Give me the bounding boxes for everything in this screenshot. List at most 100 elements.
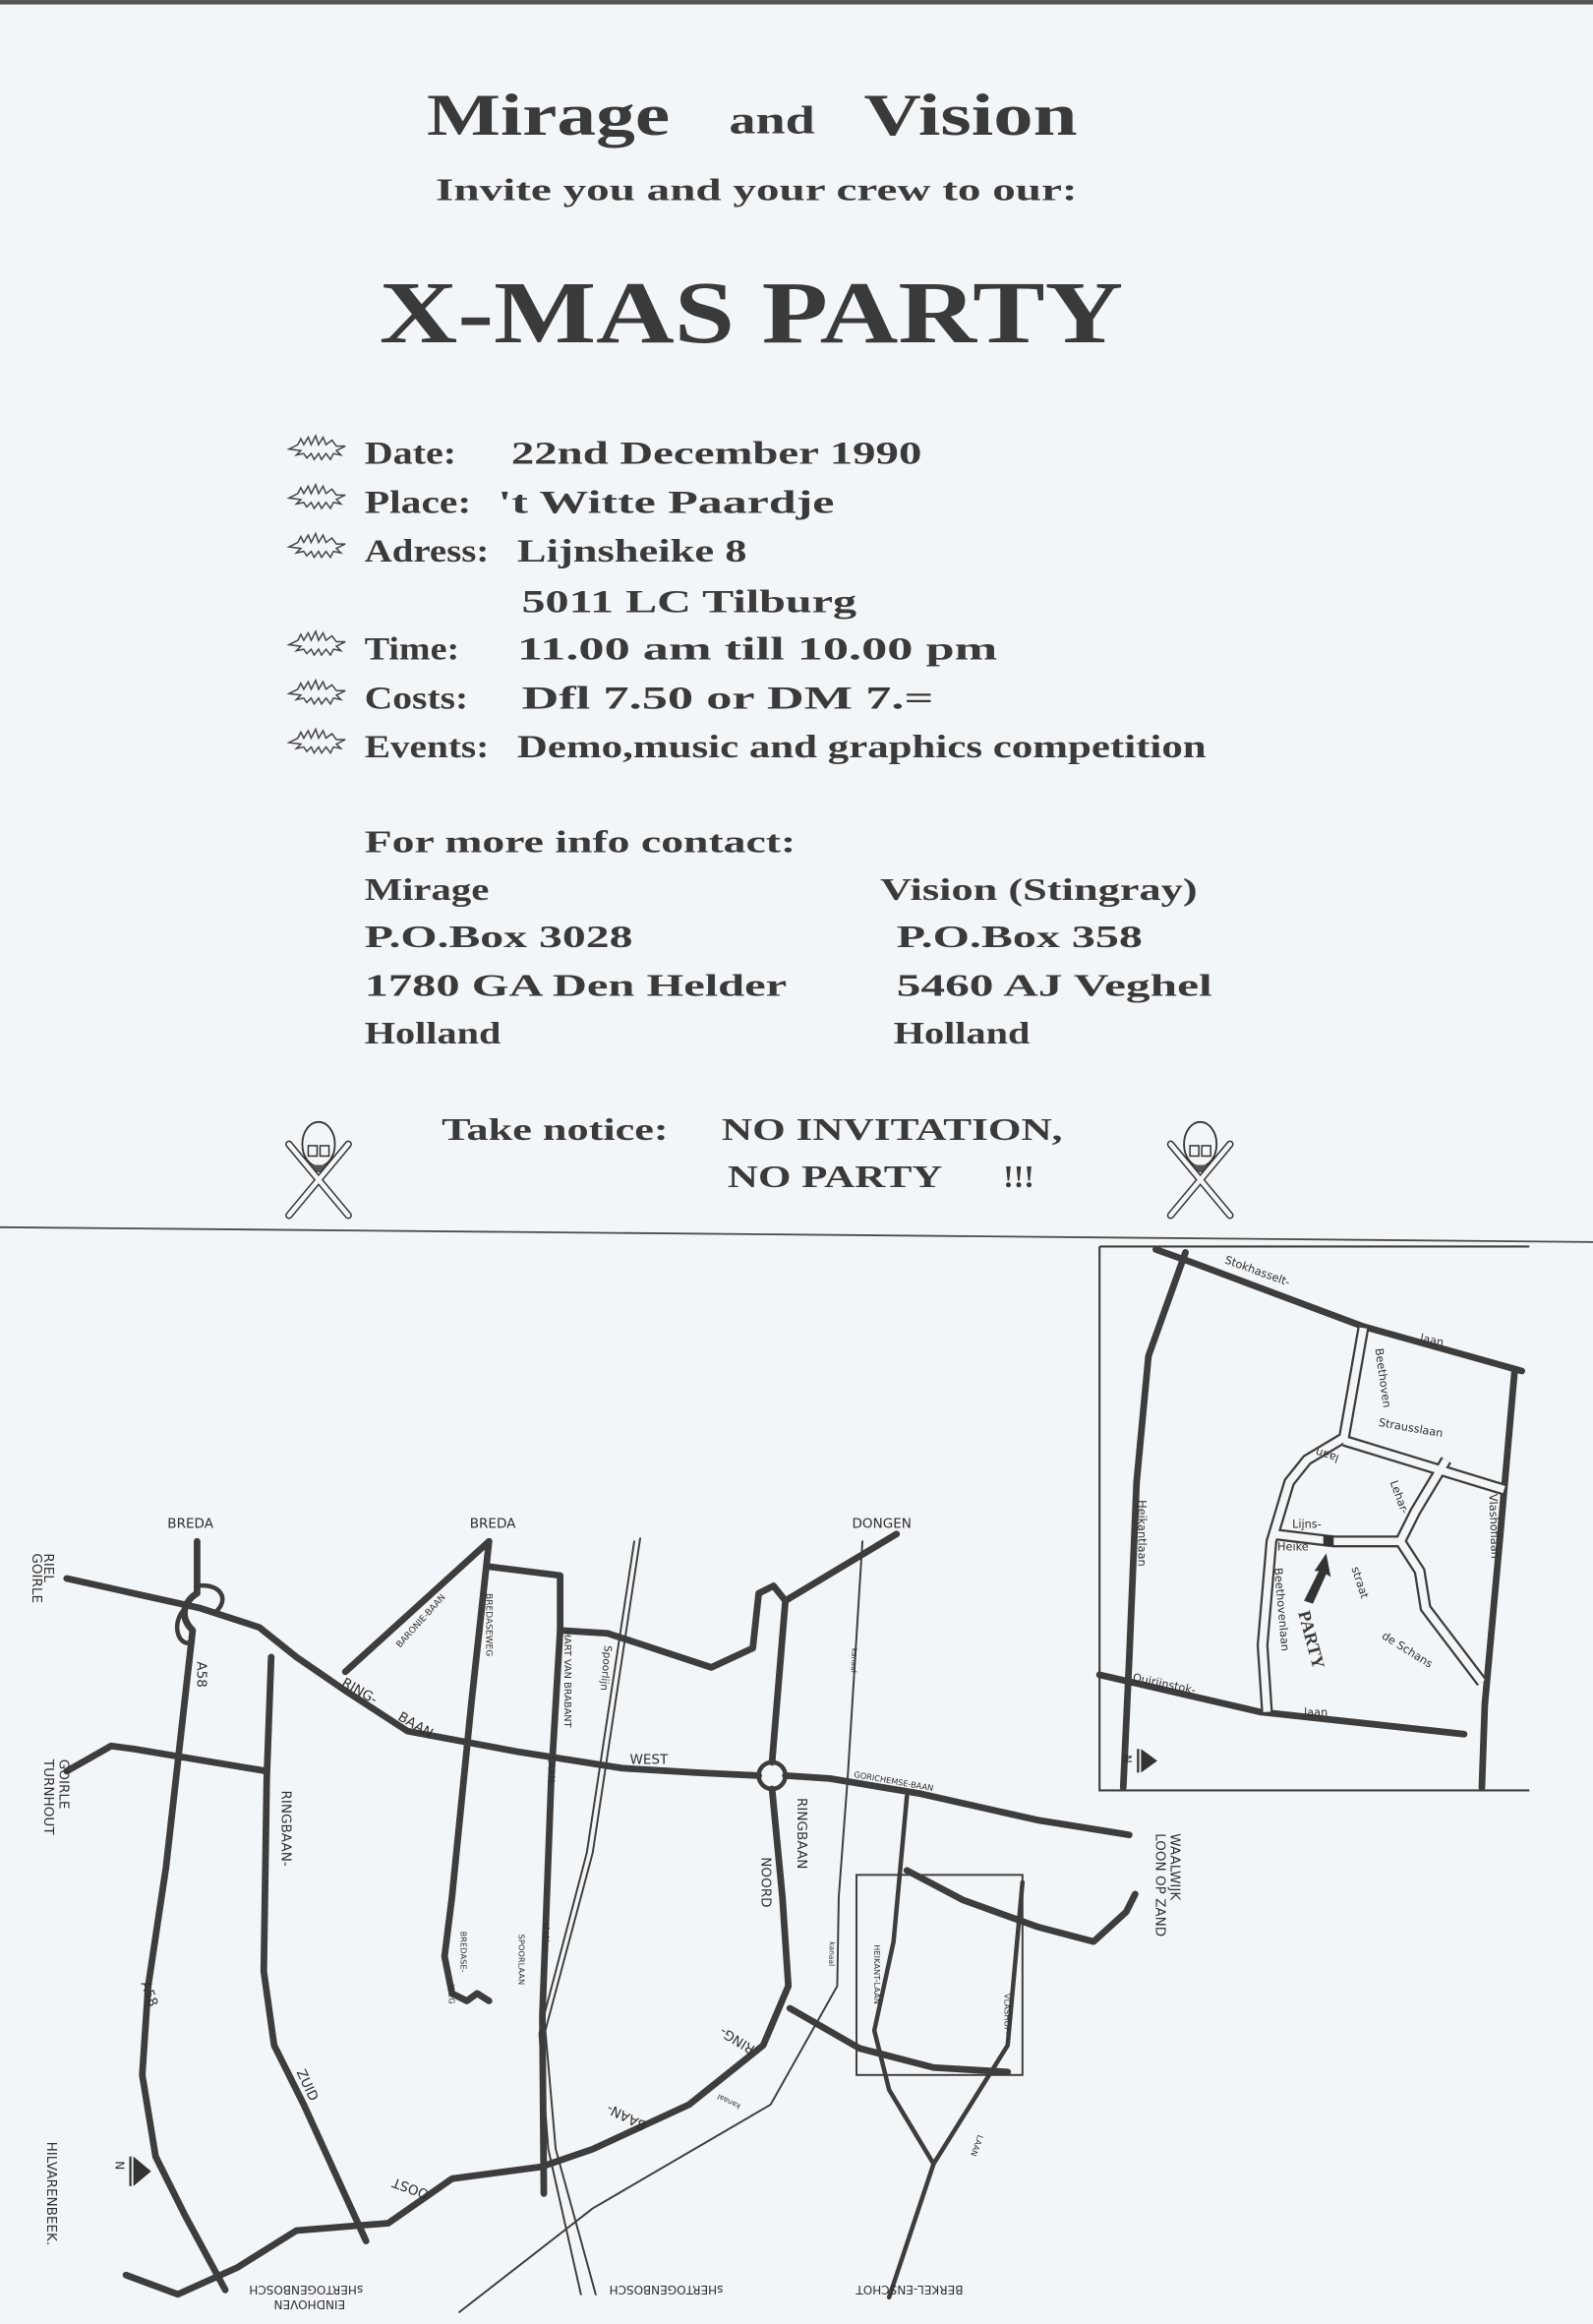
burst-bullet-icon bbox=[288, 532, 346, 559]
road-ringbaan-west bbox=[63, 1575, 762, 1779]
detail-row-time: Time: 11.00 am till 10.00 pm bbox=[288, 630, 998, 668]
map-label: BREDASE- bbox=[459, 1932, 469, 1973]
invite-line: Invite you and your crew to our: bbox=[436, 172, 1078, 207]
map-label: WEST bbox=[629, 1752, 669, 1767]
contact-heading: For more info contact: bbox=[365, 825, 796, 860]
map-label: kanaal bbox=[827, 1941, 837, 1966]
map-label: straat bbox=[1349, 1565, 1372, 1600]
inset-labels: Stokhasselt- laan Beethoven Strausslaan … bbox=[1120, 1254, 1502, 1763]
notice-exclamation: !!! bbox=[1003, 1160, 1034, 1194]
contact-right-line: Holland bbox=[894, 1016, 1031, 1050]
notice-line1: NO INVITATION, bbox=[722, 1112, 1063, 1147]
map-label: Vlashoflaan bbox=[1487, 1494, 1502, 1559]
map-label: sHERTOGENBOSCH bbox=[609, 2283, 723, 2296]
map-label: EINDHOVEN bbox=[273, 2297, 345, 2311]
contact-right-line: Vision (Stingray) bbox=[880, 872, 1197, 907]
road-a58 bbox=[139, 1537, 229, 2294]
north-arrow-icon bbox=[1137, 1749, 1157, 1773]
inset-area-box bbox=[856, 1874, 1024, 2076]
detail-label: Adress: bbox=[365, 533, 490, 569]
map-label: Lehar- bbox=[1387, 1479, 1411, 1516]
map-label: VLASHOF- bbox=[1003, 1994, 1013, 2035]
contact-info: For more info contact: Mirage P.O.Box 30… bbox=[365, 825, 1212, 1050]
inset-frame bbox=[1098, 1245, 1530, 1792]
fold-line bbox=[0, 1225, 1593, 1243]
party-location-marker bbox=[1323, 1535, 1334, 1546]
header: Mirage and Vision Invite you and your cr… bbox=[380, 83, 1124, 362]
road-heikant bbox=[786, 2004, 1012, 2076]
road-vlashof bbox=[931, 1879, 1026, 2167]
map-label: de Schans bbox=[1380, 1630, 1435, 1671]
map-label: WAALWIJK bbox=[1167, 1833, 1183, 1901]
map-label: Lijns- bbox=[1292, 1519, 1322, 1531]
contact-right-line: 5460 AJ Veghel bbox=[897, 969, 1212, 1003]
map-label: NOORD bbox=[758, 1857, 774, 1907]
notice-label: Take notice: bbox=[442, 1112, 669, 1147]
map-label: RIEL bbox=[40, 1553, 56, 1582]
detail-value: 22nd December 1990 bbox=[511, 436, 921, 472]
event-details: Date: 22nd December 1990 Place: 't Witte… bbox=[288, 435, 1207, 765]
detail-row-place: Place: 't Witte Paardje bbox=[288, 484, 834, 520]
road-goirle bbox=[63, 1742, 270, 1775]
detail-row-events: Events: Demo,music and graphics competit… bbox=[288, 728, 1207, 765]
burst-bullet-icon bbox=[288, 679, 346, 705]
detail-value: Lijnsheike 8 bbox=[517, 533, 747, 569]
skull-crossbones-icon bbox=[289, 1122, 348, 1216]
map-label: sHERTOGENBOSCH bbox=[249, 2283, 363, 2296]
map-label: HILVARENBEEK. bbox=[43, 2142, 59, 2246]
contact-left-line: P.O.Box 3028 bbox=[365, 920, 633, 954]
road-stokhasselt bbox=[1152, 1246, 1526, 1375]
map-label: RINGBAAN- bbox=[277, 1790, 293, 1866]
detail-label: Events: bbox=[365, 729, 490, 765]
map-label: BREDA bbox=[167, 1517, 213, 1532]
road-berkel bbox=[871, 1794, 936, 2300]
map-label: RING- bbox=[717, 2023, 758, 2056]
detail-value: Demo,music and graphics competition bbox=[517, 729, 1207, 765]
map-label: N bbox=[113, 2161, 127, 2170]
burst-bullet-icon bbox=[288, 728, 346, 754]
contact-left-line: 1780 GA Den Helder bbox=[365, 969, 787, 1003]
map-label: Strausslaan bbox=[1378, 1416, 1445, 1440]
map-label: GOIRLE bbox=[29, 1553, 44, 1603]
detail-value: Dfl 7.50 or DM 7.= bbox=[521, 680, 933, 716]
map-label: N bbox=[1120, 1755, 1133, 1762]
map-label: BERKEL-ENSCHOT bbox=[856, 2283, 964, 2296]
road-baronie-baan bbox=[341, 1537, 493, 1676]
map-label: OOST bbox=[389, 2174, 431, 2201]
road-ringbaan-noord bbox=[122, 1597, 793, 2298]
detail-value: 5011 LC Tilburg bbox=[521, 583, 856, 620]
road-a58-loop bbox=[175, 1582, 225, 1645]
contact-left-line: Mirage bbox=[365, 872, 490, 907]
map-label: laan bbox=[1419, 1332, 1445, 1349]
road-hart-van-brabant bbox=[485, 1563, 564, 2197]
map-label: Heike bbox=[1277, 1540, 1309, 1553]
map-label: LOON OP ZAND bbox=[1151, 1833, 1167, 1937]
map-label: Heikantlaan bbox=[1135, 1500, 1148, 1567]
skull-crossbones-icon bbox=[1171, 1122, 1230, 1216]
map-label: Spoorlijn bbox=[598, 1645, 614, 1692]
map-label: HART VAN BRABANT bbox=[561, 1631, 572, 1728]
map-label: laan bbox=[1304, 1706, 1328, 1719]
road-ringbaan-zuid bbox=[260, 1653, 370, 2244]
road-vlashoflaan bbox=[1478, 1369, 1518, 1791]
map-label: kanaal bbox=[716, 2092, 741, 2111]
road-bredaseweg bbox=[441, 1537, 493, 2004]
route-map: BREDA BREDA DONGEN RIEL GOIRLE GOIRLE TU… bbox=[29, 1517, 1183, 2313]
map-label: A58 bbox=[137, 1979, 160, 2008]
map-label: PARTY bbox=[1294, 1608, 1328, 1670]
org-vision: Vision bbox=[864, 83, 1078, 149]
roundabout bbox=[756, 1759, 788, 1792]
map-label: Beethovenlaan bbox=[1271, 1568, 1291, 1652]
detail-row-address: Adress: Lijnsheike 8 5011 LC Tilburg bbox=[288, 532, 857, 620]
notice-line2: NO PARTY bbox=[728, 1160, 943, 1194]
map-label: GOIRLE bbox=[55, 1759, 71, 1810]
map-label: Beethoven bbox=[1373, 1347, 1393, 1408]
road-waalwijk bbox=[903, 1867, 1139, 1945]
party-title: X-MAS PARTY bbox=[380, 263, 1124, 362]
inset-map: Stokhasselt- laan Beethoven Strausslaan … bbox=[1095, 1245, 1530, 1792]
map-label: DONGEN bbox=[853, 1517, 912, 1532]
map-label: kanaal bbox=[850, 1648, 859, 1673]
map-label: BREDA bbox=[470, 1517, 516, 1532]
burst-bullet-icon bbox=[288, 630, 346, 656]
map-label: LAAN bbox=[969, 2133, 985, 2158]
